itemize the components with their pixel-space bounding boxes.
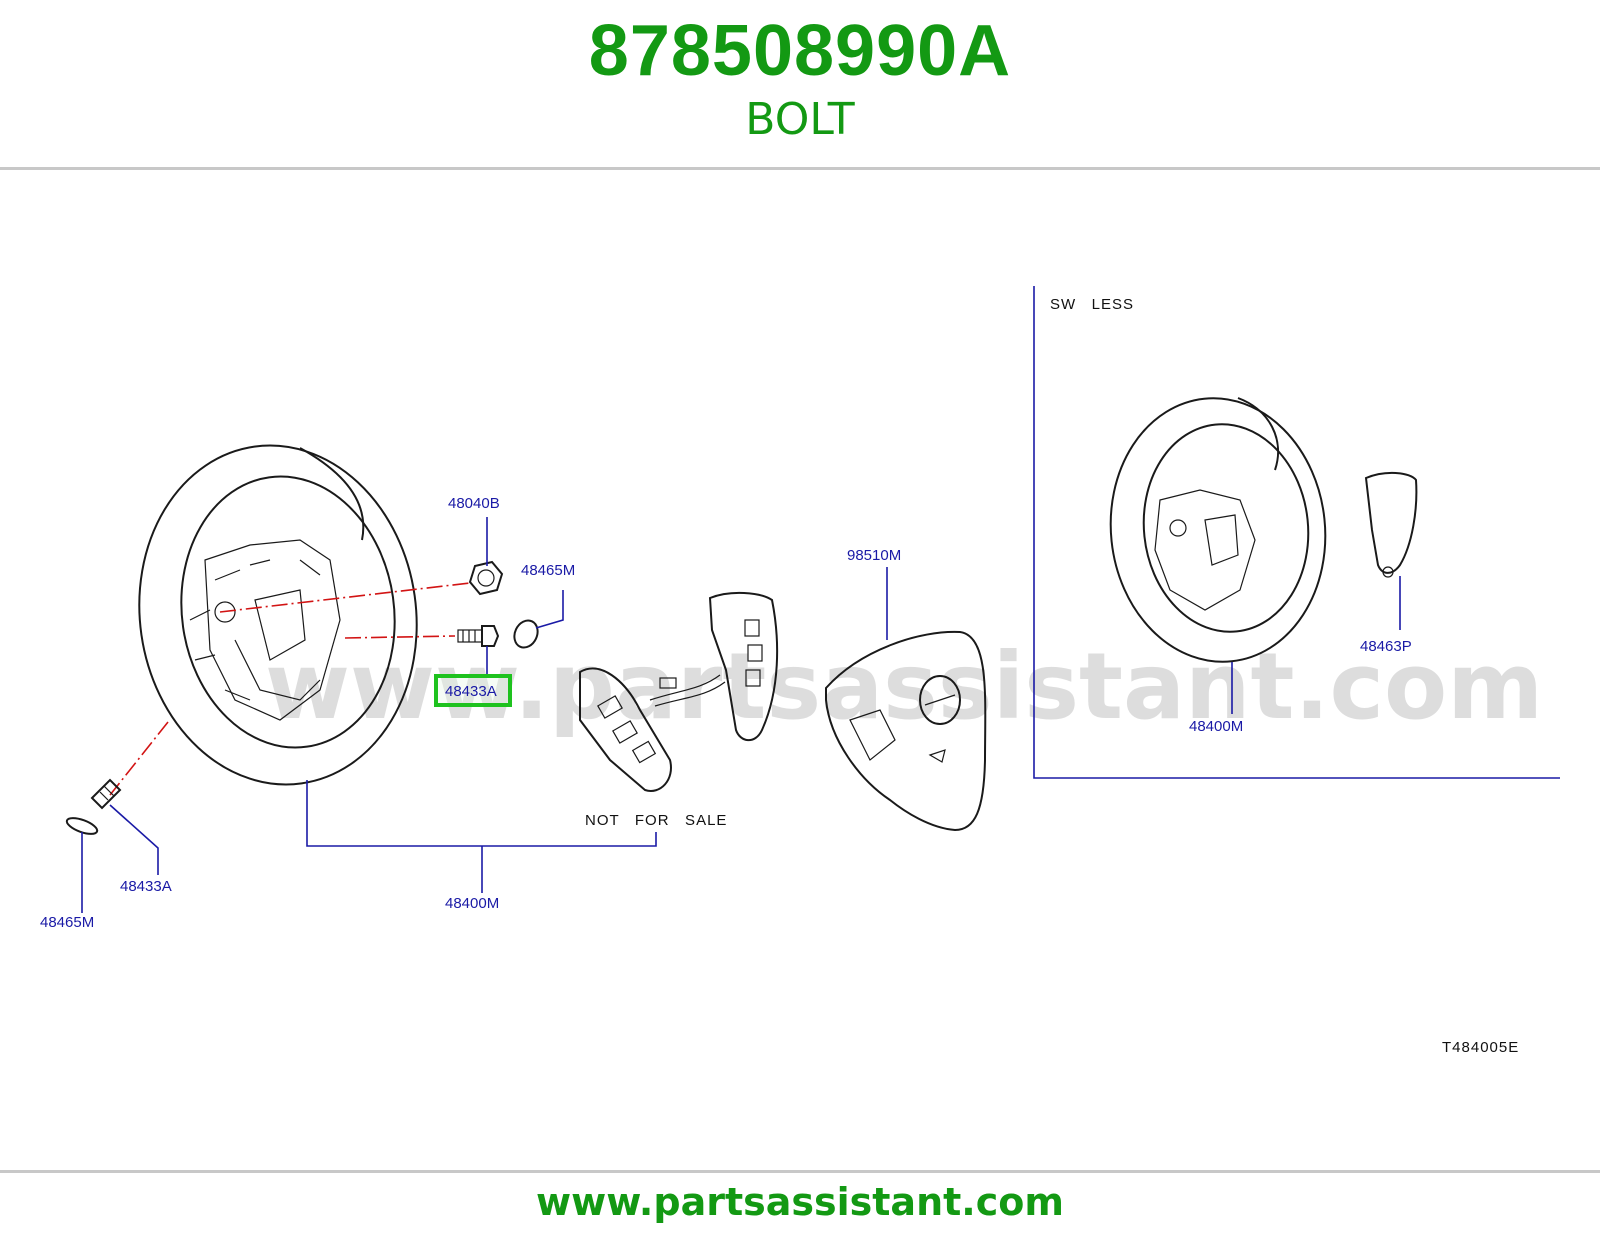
sw-less-frame <box>1033 286 1560 779</box>
callout-48433A-top[interactable]: 48433A <box>445 683 497 700</box>
callout-98510M[interactable]: 98510M <box>847 547 901 564</box>
footer-divider <box>0 1170 1600 1173</box>
footer-website-link[interactable]: www.partsassistant.com <box>536 1180 1064 1224</box>
lower-bolt-drawing <box>90 778 122 810</box>
leader-48433A-bottom <box>109 804 159 875</box>
leader-48465M-top <box>535 590 564 629</box>
steering-switch-right-drawing <box>708 591 779 742</box>
callout-48400M-sw-less[interactable]: 48400M <box>1189 718 1243 735</box>
watermark-text: www.partsassistant.com <box>265 633 1543 740</box>
centerline-bolt <box>344 635 456 639</box>
sw-less-section-label: SW LESS <box>1050 296 1134 313</box>
highlight-box <box>434 674 512 707</box>
bolt-48433A-drawing <box>457 625 500 647</box>
not-for-sale-note: NOT FOR SALE <box>585 812 727 829</box>
header-divider <box>0 167 1600 170</box>
callout-48465M-top[interactable]: 48465M <box>521 562 575 579</box>
part-name-subtitle: BOLT <box>745 94 855 145</box>
trim-48463P-drawing <box>1364 472 1418 578</box>
nut-48040B-drawing <box>468 560 504 596</box>
cap-48465M-drawing <box>513 619 539 649</box>
callout-48040B[interactable]: 48040B <box>448 495 500 512</box>
part-number-title: 878508990A <box>588 11 1012 91</box>
centerline-lower-bolt <box>109 721 169 796</box>
callout-48433A-bottom[interactable]: 48433A <box>120 878 172 895</box>
callout-48463P[interactable]: 48463P <box>1360 638 1412 655</box>
lower-cap-drawing <box>65 817 99 835</box>
steering-switch-harness-drawing <box>649 674 726 707</box>
airbag-module-drawing <box>825 630 987 832</box>
callout-48400M-main[interactable]: 48400M <box>445 895 499 912</box>
steering-wheel-drawing <box>138 444 418 786</box>
centerline-nut <box>219 582 471 613</box>
callout-48465M-bottom[interactable]: 48465M <box>40 914 94 931</box>
drawing-code: T484005E <box>1442 1039 1519 1056</box>
sw-less-steering-wheel-drawing <box>1109 397 1327 663</box>
steering-switch-left-drawing <box>579 667 672 792</box>
page-header: 878508990A BOLT <box>0 0 1600 168</box>
